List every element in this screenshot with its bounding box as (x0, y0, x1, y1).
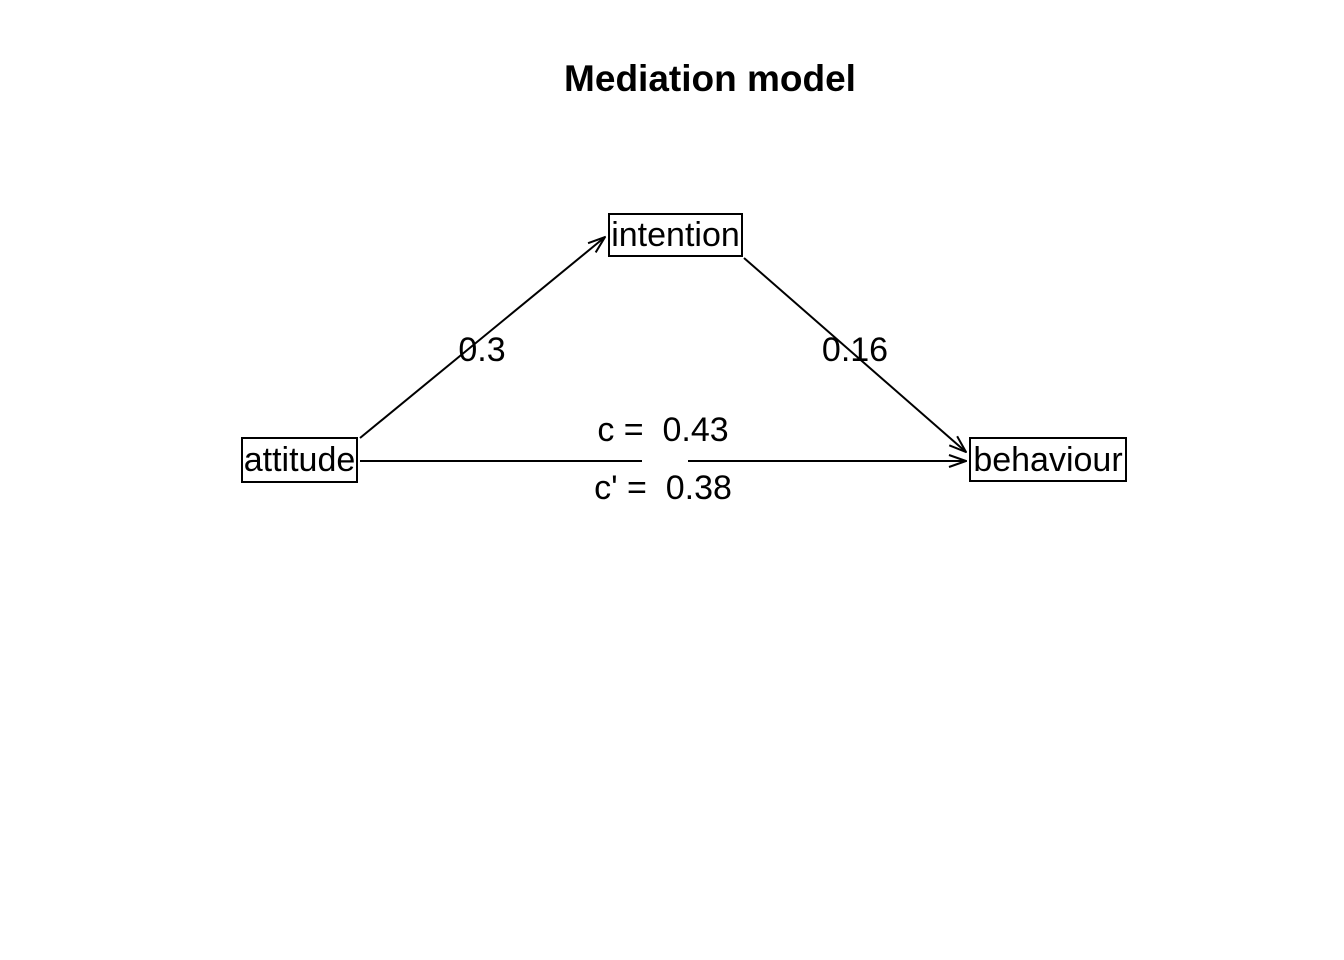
c-path-total-effect-label: c = 0.43 (597, 411, 729, 449)
b-path-coefficient-label: 0.16 (821, 331, 889, 369)
a-path-coefficient-label: 0.3 (458, 331, 506, 369)
plot-title: Mediation model (564, 58, 856, 99)
b-path-line (743, 257, 966, 452)
a-path-line (359, 237, 605, 439)
c-prime-path-direct-effect-label: c' = 0.38 (594, 469, 732, 507)
node-intention: intention (608, 213, 743, 257)
node-behaviour: behaviour (969, 437, 1127, 482)
node-attitude: attitude (241, 437, 358, 483)
